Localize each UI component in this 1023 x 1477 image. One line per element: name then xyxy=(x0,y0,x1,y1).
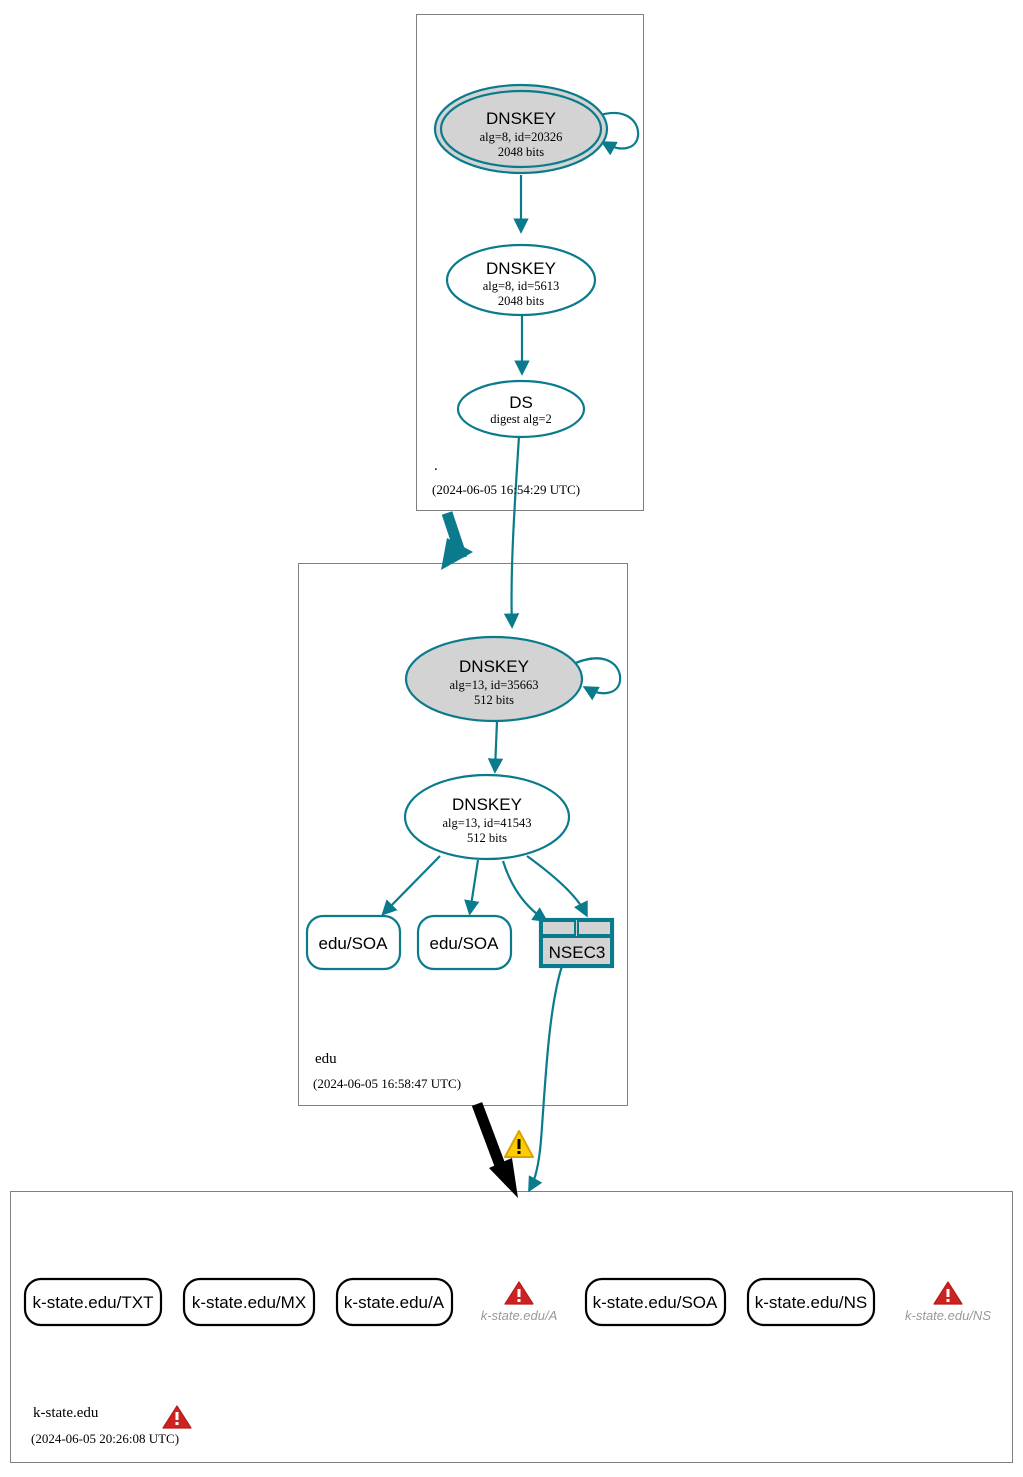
node-edu-soa-1-label: edu/SOA xyxy=(319,934,389,953)
node-edu-zsk-title: DNSKEY xyxy=(452,795,522,814)
node-root-ds[interactable]: DS digest alg=2 xyxy=(456,379,586,439)
node-root-ds-line2: digest alg=2 xyxy=(490,412,552,426)
node-root-ksk-title: DNSKEY xyxy=(486,109,556,128)
node-root-ds-title: DS xyxy=(509,393,533,412)
zone-box-root xyxy=(416,14,644,511)
node-k-state-edu-ns-error[interactable]: k-state.edu/NS xyxy=(905,1278,991,1323)
zone-box-k-state-edu xyxy=(10,1191,1013,1463)
zone-label-root-name: . xyxy=(434,458,438,474)
edge-edu-zsk-to-soa-1 xyxy=(381,855,441,916)
node-k-state-edu-txt-label: k-state.edu/TXT xyxy=(33,1293,154,1312)
zone-error-triangle-icon xyxy=(159,1402,195,1431)
zone-box-edu xyxy=(298,563,628,1106)
node-edu-soa-1[interactable]: edu/SOA xyxy=(305,914,402,971)
edge-edu-zsk-to-nsec3-right xyxy=(526,855,588,918)
node-edu-zsk-line2: alg=13, id=41543 xyxy=(442,816,531,830)
zone-label-edu-timestamp: (2024-06-05 16:58:47 UTC) xyxy=(313,1076,462,1091)
node-root-ksk[interactable]: DNSKEY alg=8, id=20326 2048 bits xyxy=(433,83,609,175)
node-root-zsk-title: DNSKEY xyxy=(486,259,556,278)
node-edu-soa-2-label: edu/SOA xyxy=(430,934,500,953)
warning-triangle-icon xyxy=(504,1130,534,1158)
node-edu-zsk-line3: 512 bits xyxy=(467,831,507,845)
zone-label-k-state-edu-name: k-state.edu xyxy=(33,1405,99,1421)
node-k-state-edu-soa[interactable]: k-state.edu/SOA xyxy=(584,1277,727,1327)
node-edu-ksk-line3: 512 bits xyxy=(474,693,514,707)
node-k-state-edu-a-error-label: k-state.edu/A xyxy=(481,1308,558,1323)
error-triangle-icon xyxy=(930,1278,966,1307)
zone-label-edu-name: edu xyxy=(315,1051,337,1067)
node-k-state-edu-a-error[interactable]: k-state.edu/A xyxy=(481,1278,558,1323)
node-k-state-edu-txt[interactable]: k-state.edu/TXT xyxy=(23,1277,163,1327)
edge-edu-ksk-self-loop xyxy=(570,657,622,701)
node-root-ksk-line3: 2048 bits xyxy=(498,145,544,159)
zone-label-k-state-edu-timestamp: (2024-06-05 20:26:08 UTC) xyxy=(31,1431,180,1446)
edge-root-ksk-self-loop xyxy=(587,111,640,156)
node-k-state-edu-mx[interactable]: k-state.edu/MX xyxy=(182,1277,316,1327)
node-root-zsk[interactable]: DNSKEY alg=8, id=5613 2048 bits xyxy=(445,243,597,317)
edge-edu-zsk-to-soa-2 xyxy=(464,859,480,916)
node-k-state-edu-soa-label: k-state.edu/SOA xyxy=(593,1293,718,1312)
error-triangle-icon xyxy=(501,1278,537,1307)
edge-edu-zsk-to-nsec3-left xyxy=(501,860,549,923)
node-k-state-edu-ns[interactable]: k-state.edu/NS xyxy=(746,1277,876,1327)
node-k-state-edu-mx-label: k-state.edu/MX xyxy=(192,1293,306,1312)
edge-nsec3-to-k-state-edu xyxy=(528,965,564,1193)
zone-label-root-timestamp: (2024-06-05 16:54:29 UTC) xyxy=(432,482,581,497)
edge-delegation-edu-to-k-state-arrowhead xyxy=(489,1158,518,1198)
edge-ds-to-edu-ksk xyxy=(503,435,521,629)
edge-edu-ksk-to-zsk xyxy=(487,720,504,774)
edge-delegation-root-to-edu-arrowhead xyxy=(441,538,473,570)
node-edu-ksk[interactable]: DNSKEY alg=13, id=35663 512 bits xyxy=(404,635,584,723)
node-k-state-edu-a[interactable]: k-state.edu/A xyxy=(335,1277,454,1327)
node-edu-zsk[interactable]: DNSKEY alg=13, id=41543 512 bits xyxy=(403,773,571,861)
node-k-state-edu-ns-error-label: k-state.edu/NS xyxy=(905,1308,991,1323)
node-edu-soa-2[interactable]: edu/SOA xyxy=(416,914,513,971)
node-edu-ksk-title: DNSKEY xyxy=(459,657,529,676)
node-root-ksk-line2: alg=8, id=20326 xyxy=(480,130,563,144)
node-k-state-edu-a-label: k-state.edu/A xyxy=(344,1293,445,1312)
node-edu-ksk-line2: alg=13, id=35663 xyxy=(449,678,538,692)
node-edu-nsec3[interactable]: NSEC3 xyxy=(538,917,615,969)
node-edu-nsec3-label: NSEC3 xyxy=(549,943,606,962)
node-k-state-edu-ns-label: k-state.edu/NS xyxy=(755,1293,867,1312)
node-root-zsk-line2: alg=8, id=5613 xyxy=(483,279,560,293)
node-root-zsk-line3: 2048 bits xyxy=(498,294,544,308)
